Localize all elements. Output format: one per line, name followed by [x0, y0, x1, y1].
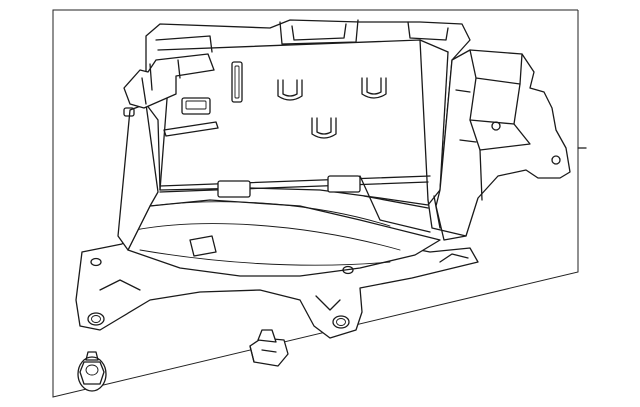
battery-tray-outline[interactable]	[75, 19, 571, 339]
hex-bolt-with-washer[interactable]	[77, 351, 107, 392]
diagram-frame	[52, 9, 579, 398]
u-nut-clip[interactable]	[249, 329, 289, 367]
